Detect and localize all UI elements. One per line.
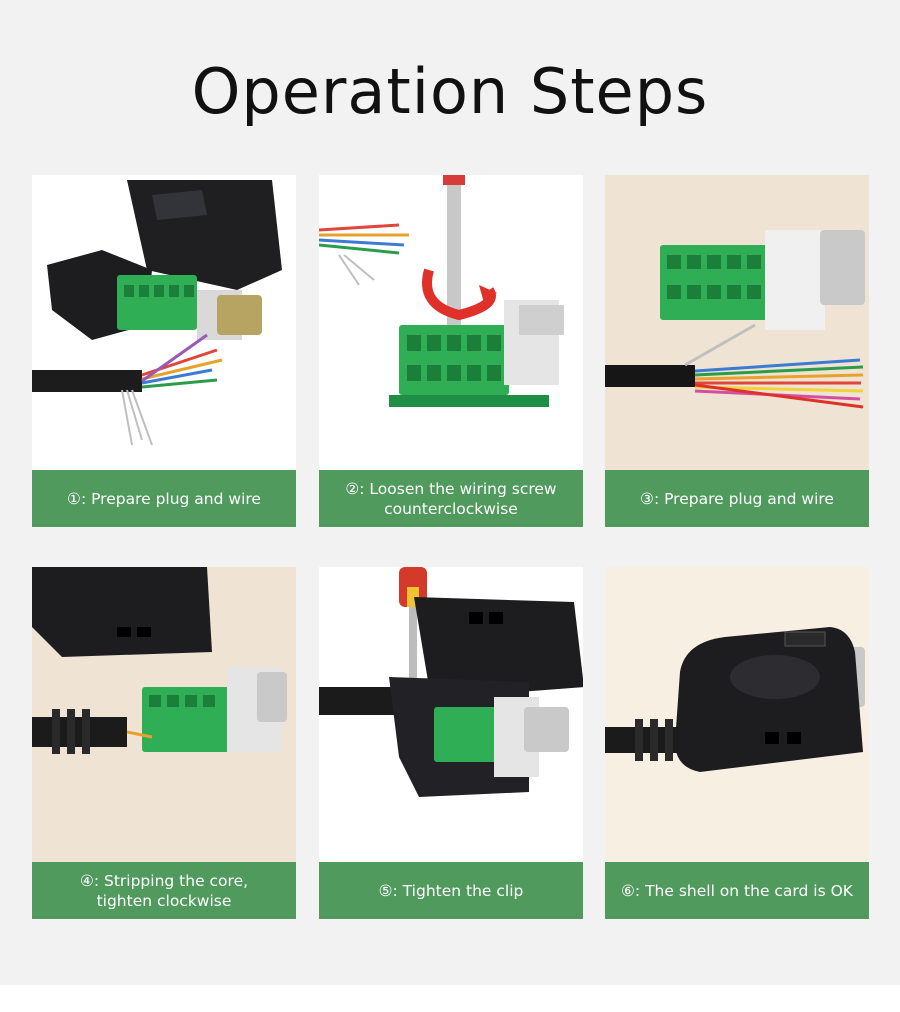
step-5-photo (319, 567, 583, 862)
step-5-caption: ⑤: Tighten the clip (319, 862, 583, 919)
step-2-caption: ②: Loosen the wiring screw counterclockw… (319, 470, 583, 527)
step-3-caption: ③: Prepare plug and wire (605, 470, 869, 527)
step-6-caption-line1: ⑥: The shell on the card is OK (621, 881, 853, 900)
step-1-photo (32, 175, 296, 470)
step-2-caption-line2: counterclockwise (384, 499, 518, 518)
step-6-caption: ⑥: The shell on the card is OK (605, 862, 869, 919)
bottom-band (0, 985, 900, 1012)
step-3-photo (605, 175, 869, 470)
step-6-photo (605, 567, 869, 862)
step-card-4: ④: Stripping the core, tighten clockwise (32, 567, 296, 919)
step-2-photo (319, 175, 583, 470)
step-1-caption-line1: ①: Prepare plug and wire (67, 489, 261, 508)
step-4-caption-line1: ④: Stripping the core, (79, 871, 249, 890)
step-card-1: ①: Prepare plug and wire (32, 175, 296, 527)
step-5-caption-line1: ⑤: Tighten the clip (378, 881, 524, 900)
step-4-photo (32, 567, 296, 862)
step-3-caption-line1: ③: Prepare plug and wire (640, 489, 834, 508)
step-2-caption-line1: ②: Loosen the wiring screw (345, 479, 557, 498)
step-4-caption-line2: tighten clockwise (96, 891, 232, 910)
step-4-caption: ④: Stripping the core, tighten clockwise (32, 862, 296, 919)
page-title: Operation Steps (191, 55, 709, 128)
step-card-6: ⑥: The shell on the card is OK (605, 567, 869, 919)
step-card-5: ⑤: Tighten the clip (319, 567, 583, 919)
step-1-caption: ①: Prepare plug and wire (32, 470, 296, 527)
step-card-2: ②: Loosen the wiring screw counterclockw… (319, 175, 583, 527)
step-card-3: ③: Prepare plug and wire (605, 175, 869, 527)
